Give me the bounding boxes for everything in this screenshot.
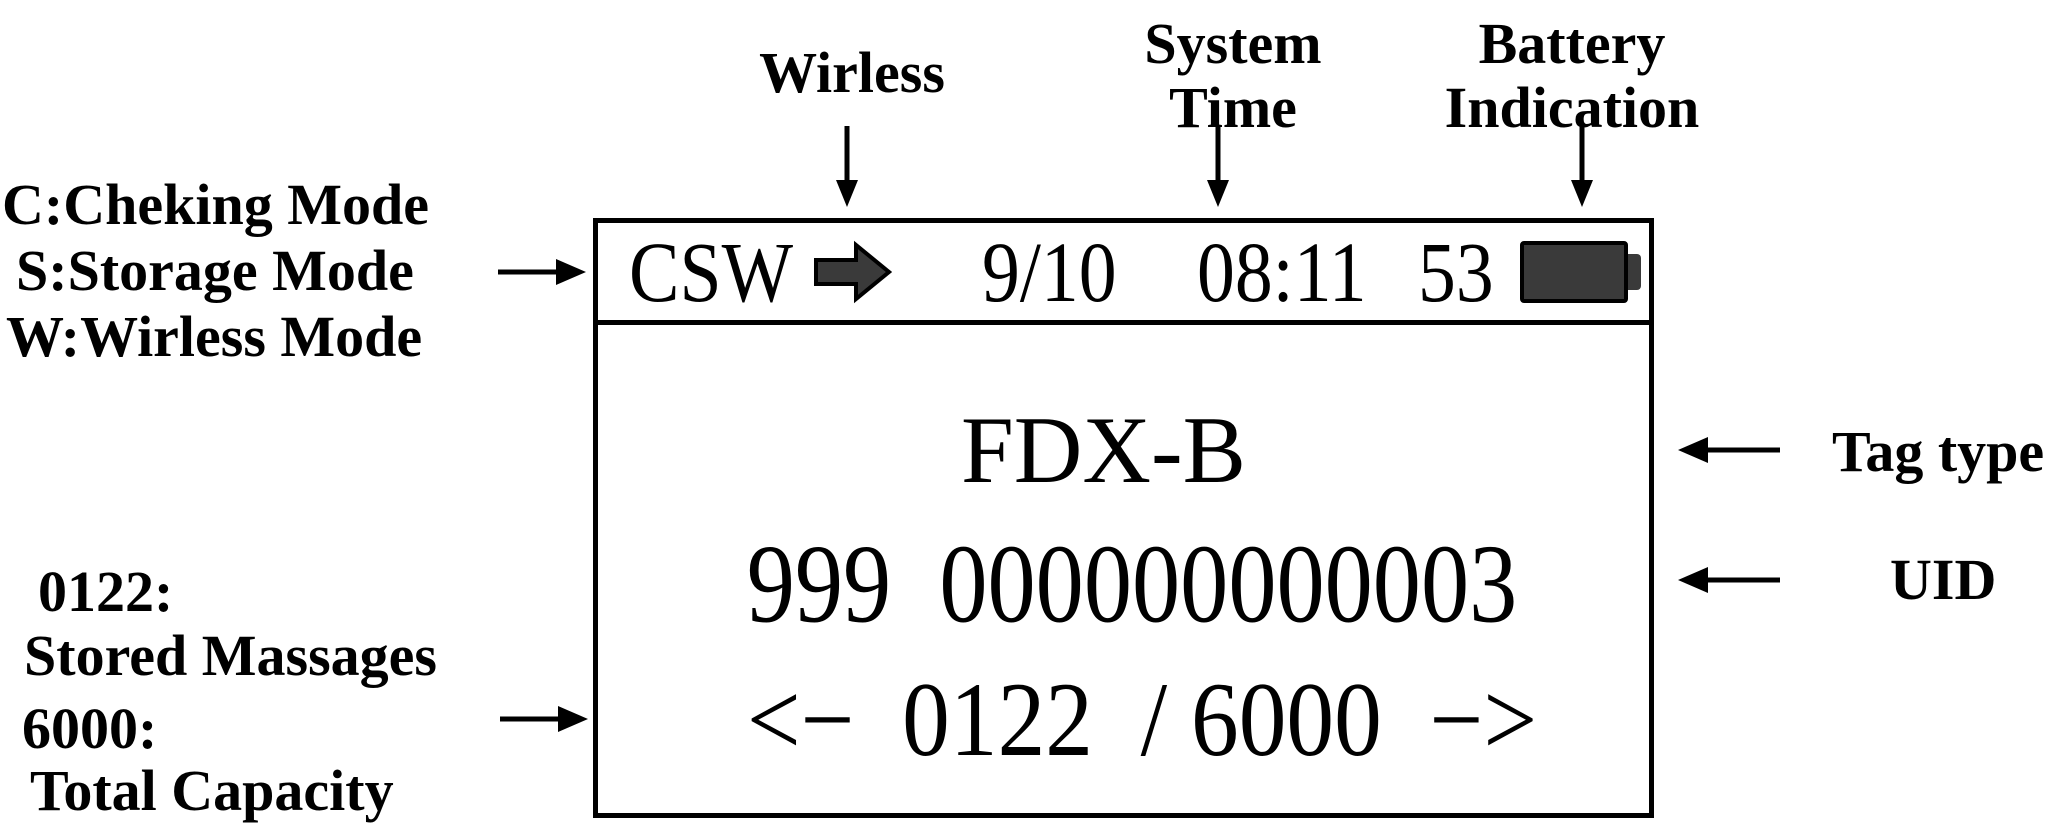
tag-type-value: FDX-B: [960, 397, 1247, 503]
storage-legend-stored-messages: Stored Massages: [24, 623, 437, 688]
battery-indication-label-line1: Battery: [1478, 11, 1666, 76]
battery-indication-label-line2: Indication: [1444, 75, 1700, 140]
storage-legend-count: 0122:: [38, 559, 174, 624]
system-time-label: System Time: [1144, 12, 1321, 140]
mode-legend-storage: S:Storage Mode: [16, 238, 414, 303]
wireless-label: Wirless: [759, 40, 945, 105]
battery-pointer-down-arrow-icon: [1571, 126, 1593, 207]
system-time-pointer-down-arrow-icon: [1207, 126, 1229, 207]
mode-flags: CSW: [629, 223, 794, 320]
storage-legend-pointer-right-arrow-icon: [500, 706, 588, 732]
wireless-pointer-down-arrow-icon: [836, 126, 858, 207]
system-time-label-line2: Time: [1169, 75, 1297, 140]
battery-body: [1520, 240, 1628, 303]
storage-legend-total-capacity: Total Capacity: [30, 758, 394, 823]
battery-icon: [1520, 240, 1641, 303]
uid-label: UID: [1890, 547, 1997, 612]
status-bar: CSW 9/10 08:11 53: [598, 223, 1649, 325]
battery-nub: [1628, 253, 1641, 290]
mode-legend-wireless: W:Wirless Mode: [6, 304, 423, 369]
mode-legend-pointer-right-arrow-icon: [498, 259, 586, 285]
mode-legend-checking: C:Cheking Mode: [2, 172, 429, 237]
status-date: 9/10: [982, 223, 1117, 320]
uid-value: 999 000000000003: [746, 522, 1517, 647]
uid-pointer-left-arrow-icon: [1678, 567, 1780, 593]
status-time: 08:11: [1197, 223, 1367, 320]
battery-percent: 53: [1418, 223, 1494, 320]
record-counter: <− 0122 / 6000 −>: [746, 661, 1537, 778]
battery-indication-label: Battery Indication: [1445, 12, 1700, 140]
storage-legend-capacity: 6000:: [22, 696, 158, 761]
system-time-label-line1: System: [1144, 11, 1322, 76]
tag-type-label: Tag type: [1832, 419, 2045, 484]
wireless-status-block-arrow-icon: [814, 240, 892, 303]
device-display: CSW 9/10 08:11 53 FDX-B 999 000000000003…: [593, 218, 1654, 818]
tag-type-pointer-left-arrow-icon: [1678, 437, 1780, 463]
display-main-area: FDX-B 999 000000000003 <− 0122 / 6000 −>: [598, 325, 1649, 813]
